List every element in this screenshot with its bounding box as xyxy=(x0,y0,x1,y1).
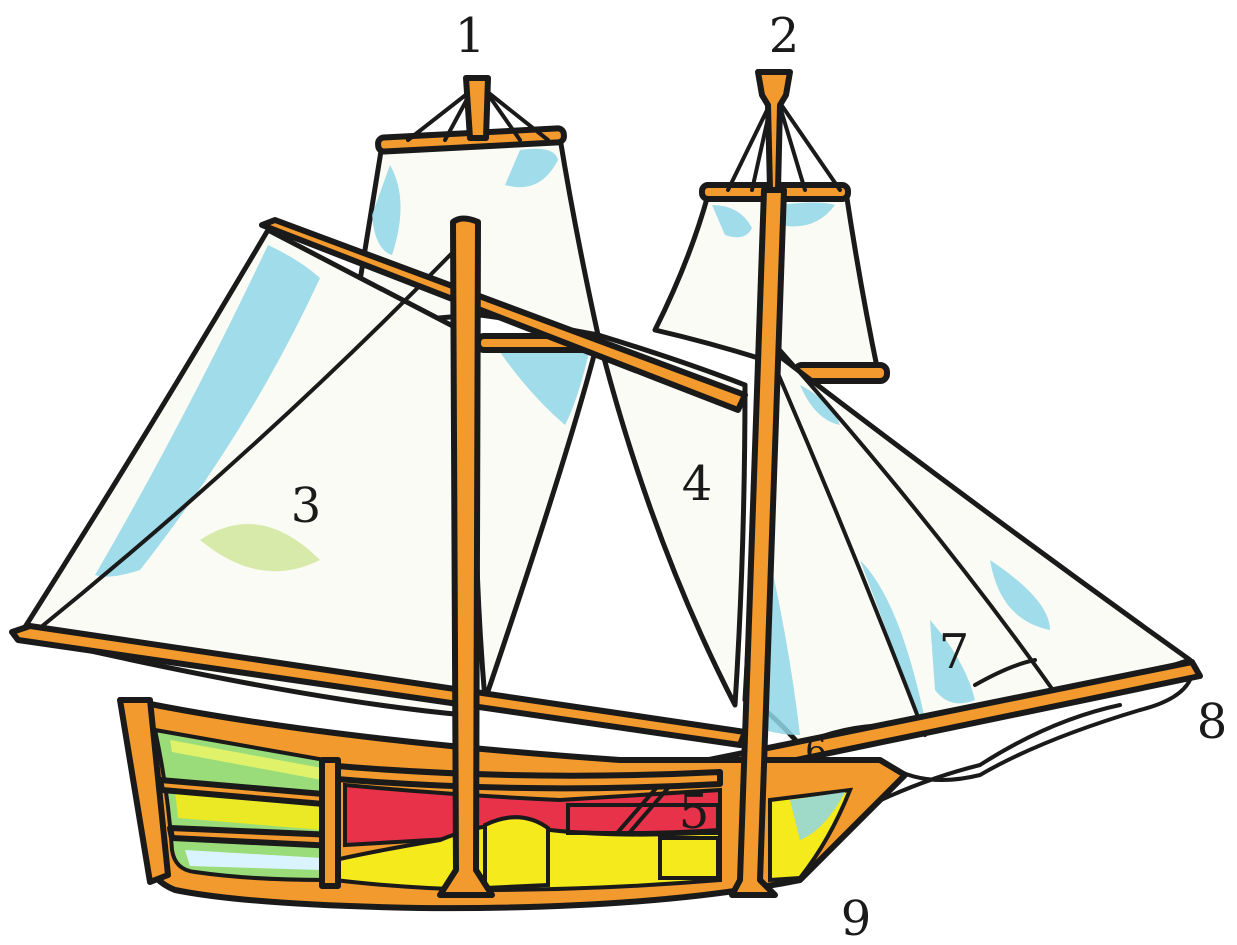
label-2: 2 xyxy=(769,8,800,64)
label-4: 4 xyxy=(682,456,713,512)
mid-staysail xyxy=(475,336,604,700)
label-9: 9 xyxy=(841,891,872,945)
label-1: 1 xyxy=(455,8,486,64)
label-7: 7 xyxy=(939,624,970,680)
label-8: 8 xyxy=(1197,694,1228,750)
label-3: 3 xyxy=(291,478,322,534)
label-5: 5 xyxy=(679,784,710,840)
label-6: 6 xyxy=(805,731,827,771)
